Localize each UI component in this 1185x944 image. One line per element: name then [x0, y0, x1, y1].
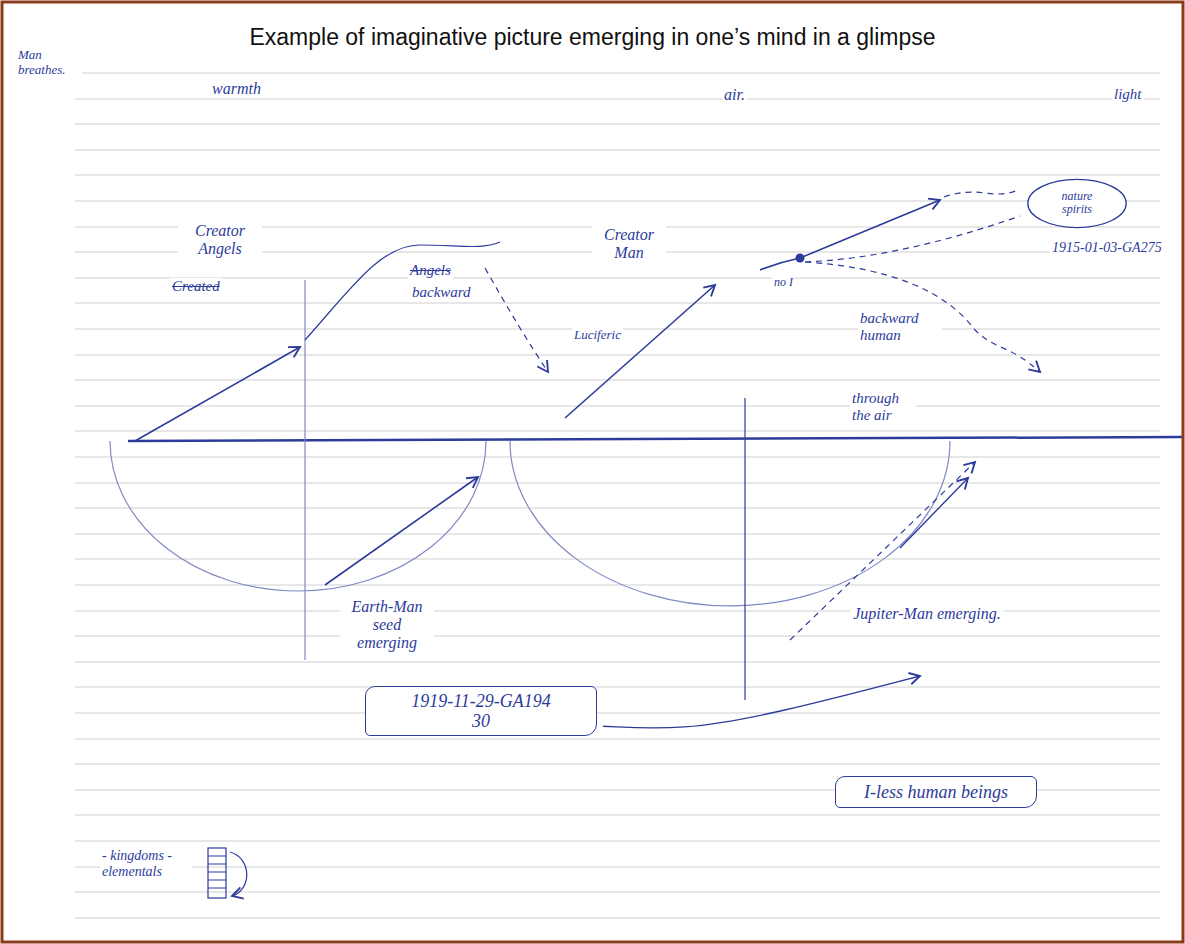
emerging-arrow [325, 477, 478, 585]
evolution-trail [944, 190, 1018, 197]
branch-dot [796, 254, 805, 263]
handwritten-note: Jupiter-Man emerging. [850, 605, 1004, 623]
divider-line [744, 398, 745, 700]
handwritten-note: Earth-Man seed emerging [340, 598, 434, 652]
handwritten-note: warmth [210, 80, 263, 98]
node-text: 1919-11-29-GA194 30 [406, 691, 556, 731]
evolution-arrow [565, 285, 715, 418]
ladder-rungs [208, 856, 226, 888]
earth-arc [110, 441, 486, 591]
handwritten-note: light [1112, 86, 1144, 103]
ladder-icon [208, 848, 226, 898]
node-text: I-less human beings [864, 782, 1008, 802]
horizon-line [128, 437, 1182, 441]
handwritten-note: backward [410, 284, 473, 301]
handwritten-note: Creator Angels [178, 222, 262, 258]
page-title: Example of imaginative picture emerging … [0, 24, 1185, 51]
node-text: nature spirits [1050, 190, 1104, 217]
handwritten-note: air. [722, 86, 747, 104]
ruled-lines [75, 73, 1160, 918]
reference-arrow [603, 676, 920, 728]
handwritten-note: no I [772, 276, 795, 289]
handwritten-note: 1915-01-03-GA275 [1050, 240, 1166, 256]
divider-line [304, 280, 305, 660]
handwritten-note: Man breathes. [16, 48, 82, 77]
evolution-arrow [760, 200, 940, 270]
handwritten-note: Angels [408, 262, 453, 279]
handwritten-note: Creator Man [592, 226, 666, 262]
ellipse-outline [1028, 179, 1126, 227]
boxed-note: 1919-11-29-GA194 30 [365, 686, 597, 736]
jupiter-arc [510, 441, 950, 606]
branch-trail [805, 216, 1020, 262]
backward-arrow [805, 262, 1040, 372]
boxed-note: I-less human beings [835, 776, 1037, 808]
handwritten-note: backward human [858, 310, 942, 344]
circled-note: nature spirits [1036, 184, 1118, 223]
handwritten-note: through the air [850, 390, 916, 424]
backward-arrow [485, 268, 548, 372]
handwritten-note: Luciferic [572, 328, 623, 343]
handwritten-note: - kingdoms - elementals [100, 848, 192, 879]
evolution-arrow [135, 347, 300, 441]
emerging-arrow [900, 478, 968, 548]
evolution-trail [305, 242, 500, 340]
cycle-arrow [230, 852, 247, 896]
handwritten-note: Created [170, 278, 222, 295]
